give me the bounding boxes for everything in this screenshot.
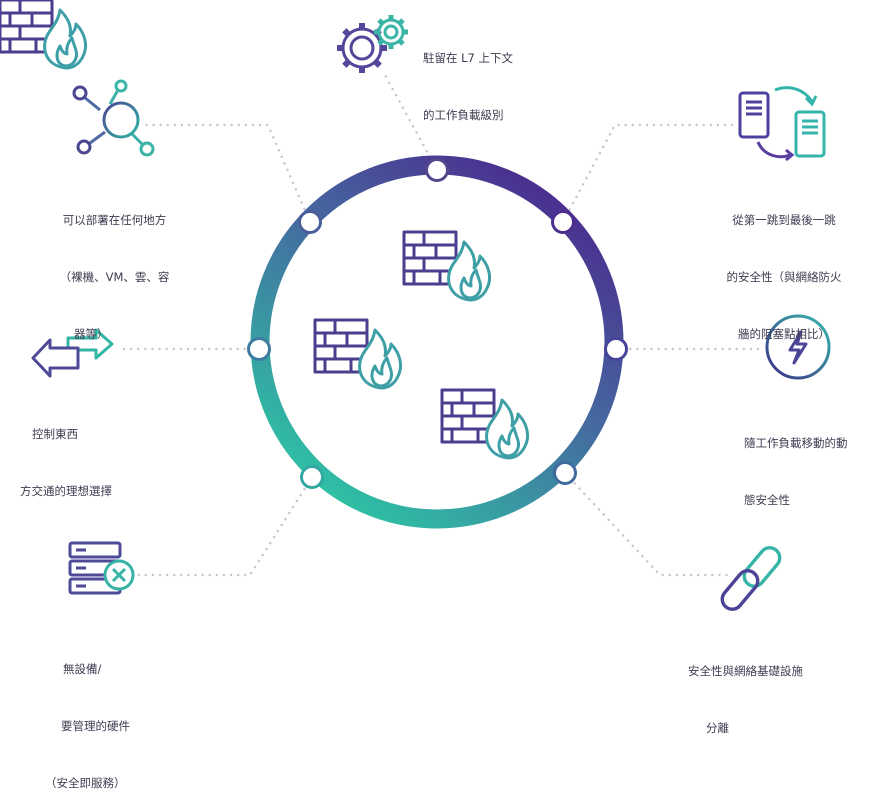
- ring-node-bottom-right: [553, 461, 577, 485]
- feature-text: （安全即服務）: [45, 776, 126, 790]
- firewall-icon: [0, 0, 88, 70]
- feature-label-top-left: 可以部署在任何地方 （裸機、VM、雲、容 器等）: [52, 173, 177, 363]
- feature-text: 態安全性: [744, 493, 790, 507]
- servers-sync-icon: [738, 86, 826, 162]
- feature-text: 安全性與網絡基礎設施: [688, 664, 803, 678]
- feature-text: 器等）: [74, 327, 109, 341]
- feature-text: 的工作負載級別: [423, 108, 504, 122]
- ring-nodes: [247, 158, 628, 489]
- feature-label-right: 隨工作負載移動的動 態安全性: [744, 396, 848, 529]
- feature-label-bottom-right: 安全性與網絡基礎設施 分離: [688, 624, 803, 757]
- feature-text: 控制東西: [32, 427, 78, 441]
- feature-label-top: 駐留在 L7 上下文 的工作負載級別: [423, 11, 513, 144]
- gears-icon: [337, 15, 408, 73]
- ring-node-bottom-left: [300, 465, 324, 489]
- network-hub-icon: [72, 79, 155, 157]
- feature-text: 要管理的硬件: [61, 719, 130, 733]
- feature-text: （裸機、VM、雲、容: [59, 270, 170, 284]
- server-cancel-icon: [68, 541, 135, 595]
- chain-link-icon: [720, 546, 782, 611]
- connector-top-right: [561, 123, 737, 224]
- double-arrow-icon: [31, 328, 114, 378]
- feature-text: 從第一跳到最後一跳: [732, 213, 836, 227]
- feature-text: 牆的阻塞點相比）: [738, 327, 830, 341]
- feature-text: 隨工作負載移動的動: [744, 436, 848, 450]
- feature-text: 可以部署在任何地方: [62, 213, 167, 227]
- connector-bottom-right: [563, 471, 732, 577]
- feature-label-bottom-left: 無設備/ 要管理的硬件 （安全即服務）: [45, 622, 130, 812]
- diagram-canvas: [0, 0, 831, 611]
- feature-text: 方交通的理想選擇: [20, 484, 112, 498]
- feature-label-left: 控制東西 方交通的理想選擇: [20, 387, 112, 520]
- feature-text: 駐留在 L7 上下文: [423, 51, 514, 65]
- feature-text: 分離: [706, 721, 729, 735]
- ring-node-top-right: [551, 210, 575, 234]
- ring-node-right: [604, 337, 628, 361]
- ring-node-top: [425, 158, 449, 182]
- feature-text: 無設備/: [63, 662, 102, 676]
- ring-node-left: [247, 337, 271, 361]
- ring-node-top-left: [298, 210, 322, 234]
- connector-bottom-left: [126, 475, 314, 577]
- connector-top-left: [143, 123, 312, 224]
- connector-lines: [116, 73, 767, 577]
- feature-label-top-right: 從第一跳到最後一跳 的安全性（與網絡防火 牆的阻塞點相比）: [708, 173, 860, 363]
- lightning-icon: [765, 314, 831, 380]
- feature-text: 的安全性（與網絡防火: [726, 270, 842, 284]
